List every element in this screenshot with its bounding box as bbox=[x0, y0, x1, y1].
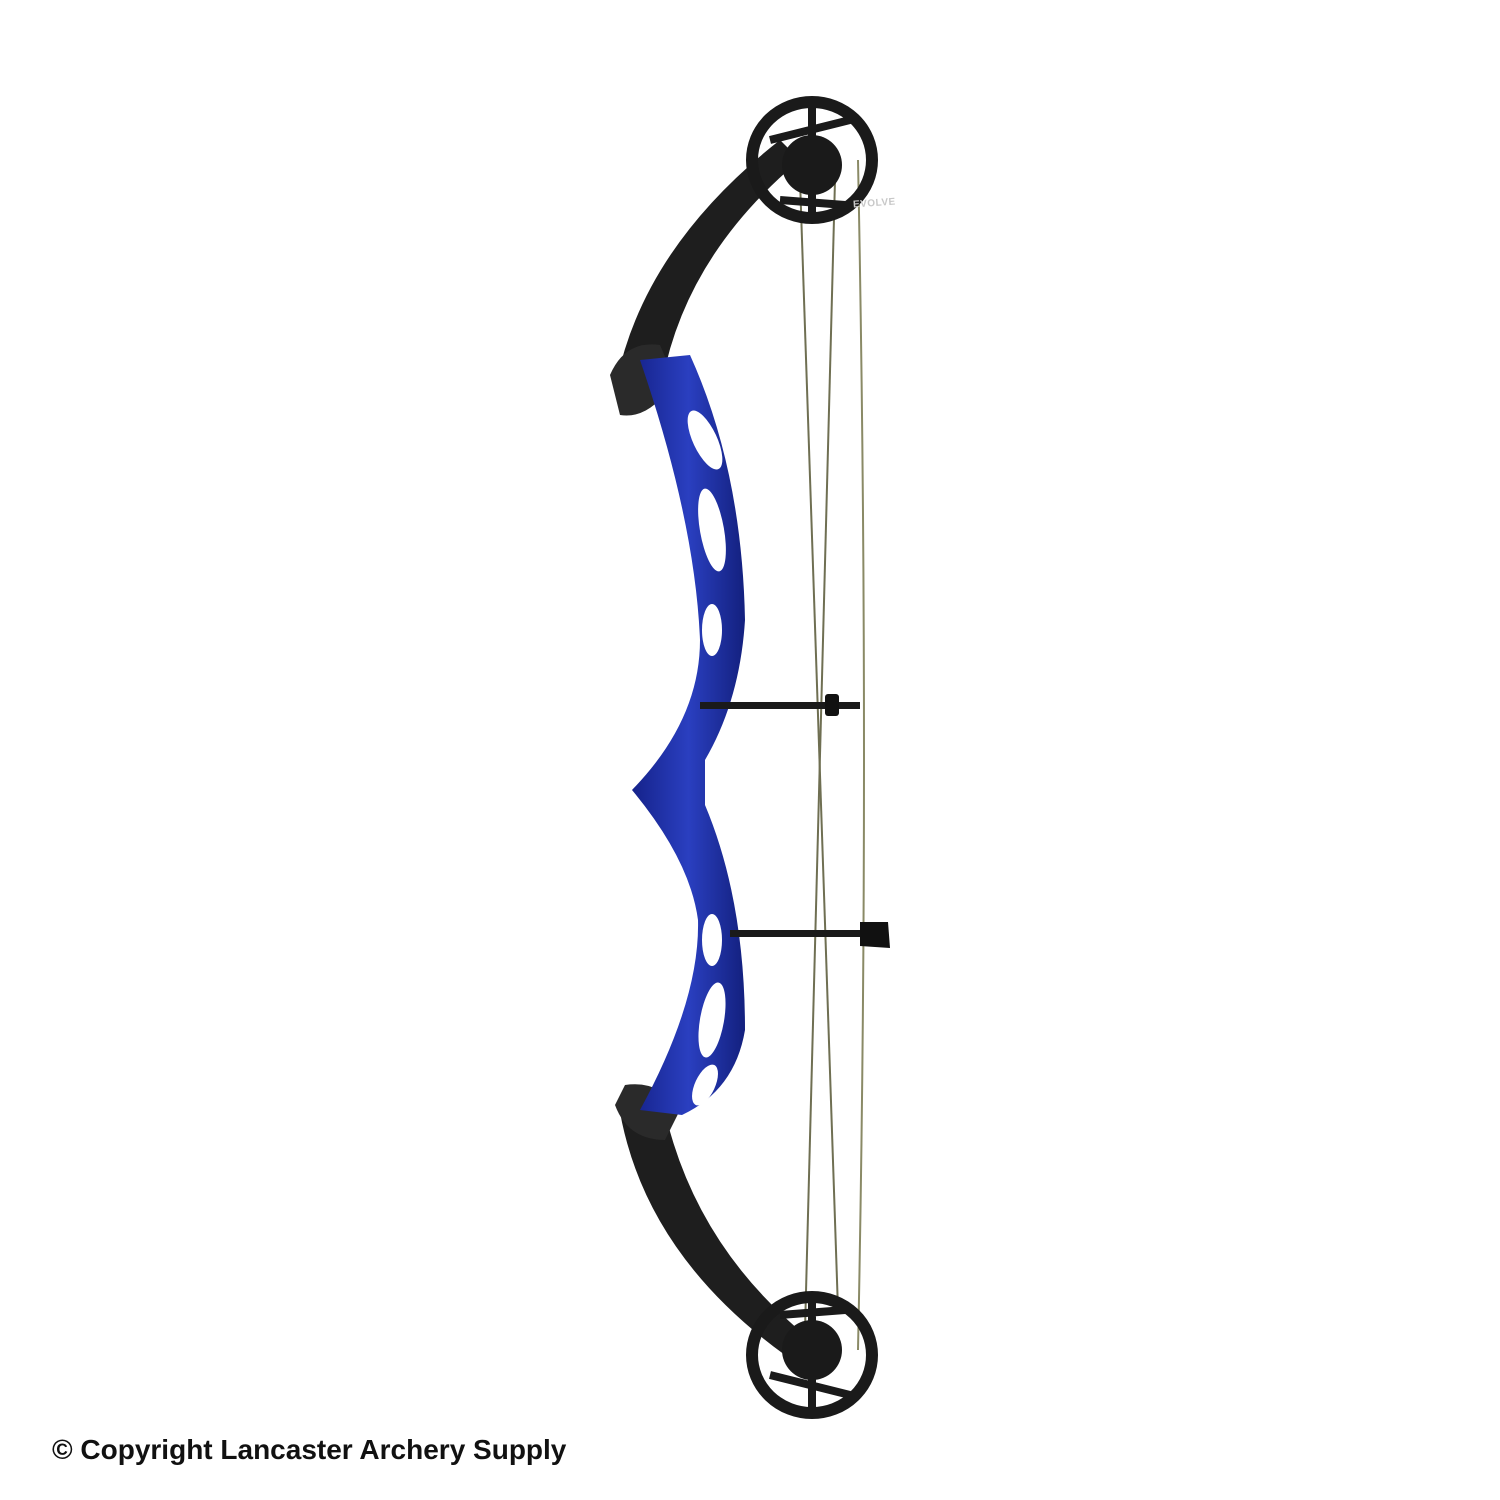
riser bbox=[632, 355, 745, 1115]
bow-string bbox=[799, 159, 865, 1351]
upper-limb bbox=[615, 140, 800, 395]
lower-rod bbox=[730, 922, 890, 948]
copyright-text: © Copyright Lancaster Archery Supply bbox=[52, 1434, 567, 1465]
lower-limb bbox=[618, 1098, 805, 1355]
upper-cam bbox=[746, 96, 878, 224]
lower-cam bbox=[746, 1291, 878, 1419]
riser-cutouts bbox=[687, 410, 726, 1106]
upper-rest-rod bbox=[700, 694, 860, 716]
